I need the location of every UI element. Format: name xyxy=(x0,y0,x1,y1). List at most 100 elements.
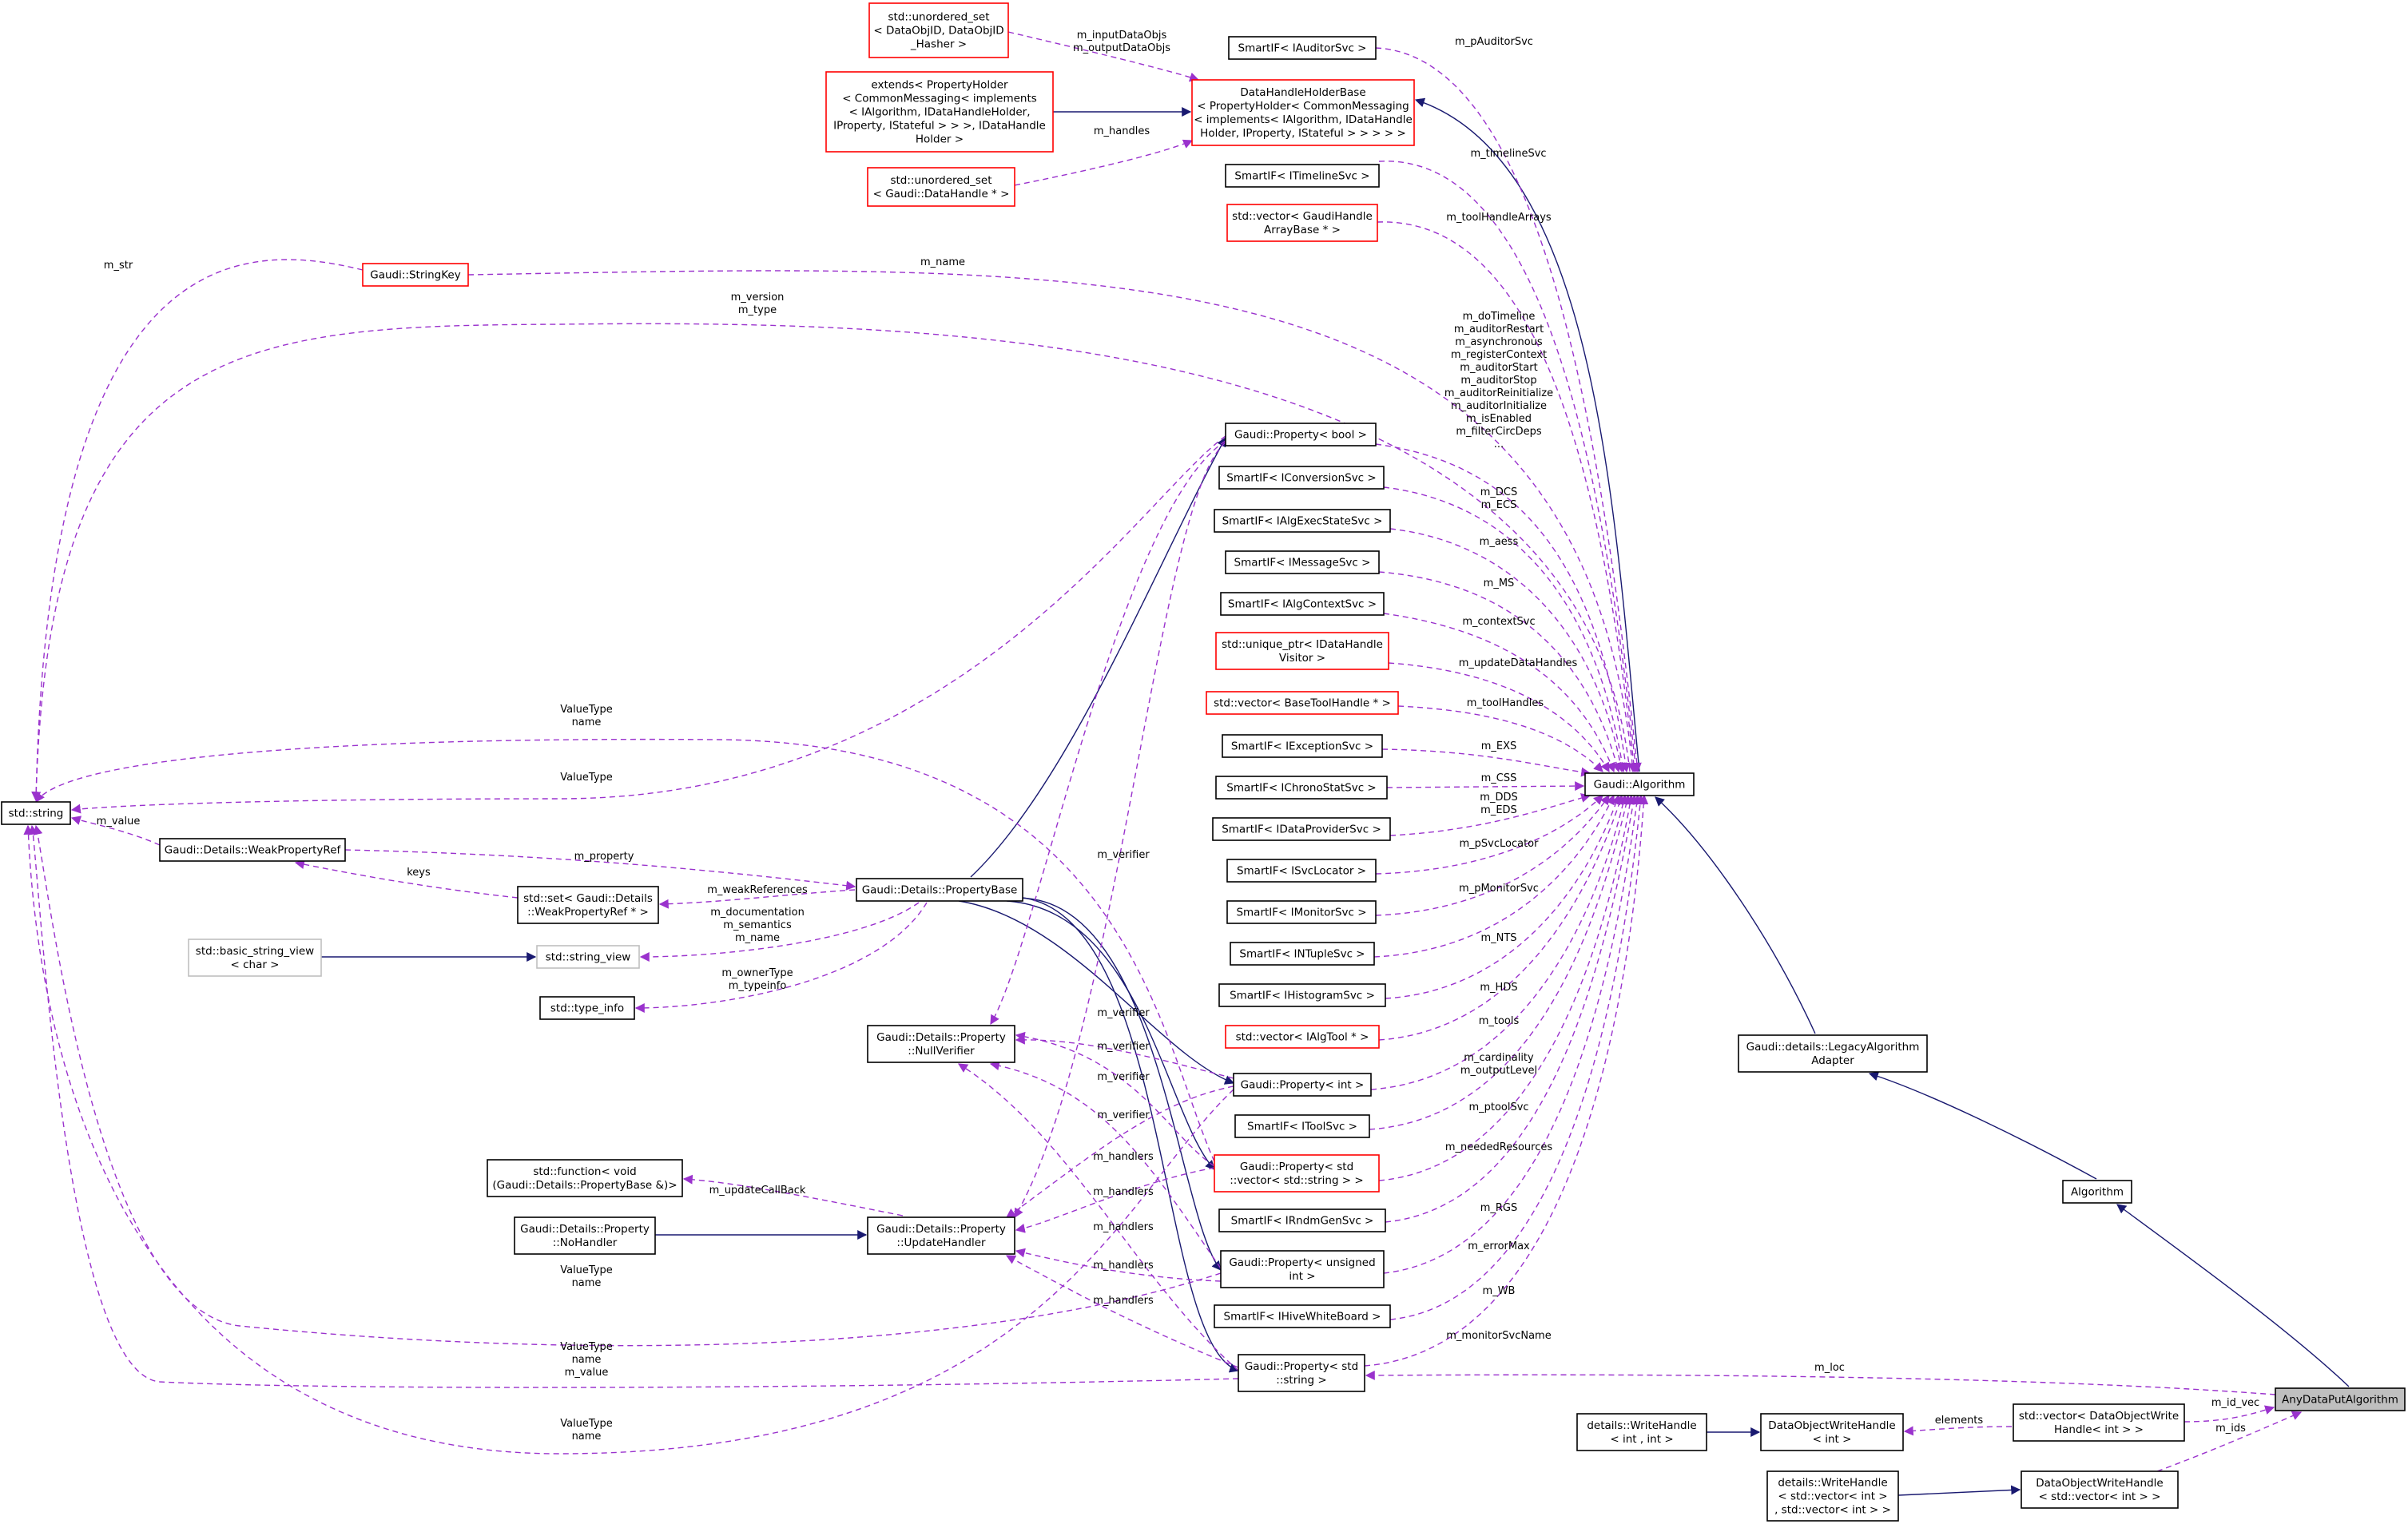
class-node-dowh_vec[interactable]: DataObjectWriteHandle< std::vector< int … xyxy=(2021,1470,2179,1509)
edge-label: m_str xyxy=(104,260,133,272)
class-node-gaudi_alg[interactable]: Gaudi::Algorithm xyxy=(1584,772,1695,796)
class-node-box xyxy=(1,801,71,825)
class-node-label: SmartIF< IHistogramSvc > xyxy=(1230,989,1375,1002)
edge-label: m_outputLevel xyxy=(1460,1065,1537,1077)
class-node-label: Gaudi::details::LegacyAlgorithm xyxy=(1746,1041,1920,1054)
class-node-label: < CommonMessaging< implements xyxy=(842,92,1037,105)
class-node-extends_ph[interactable]: extends< PropertyHolder< CommonMessaging… xyxy=(825,71,1054,153)
class-node-label: int > xyxy=(1289,1270,1315,1283)
class-node-updatehandler[interactable]: Gaudi::Details::Property::UpdateHandler xyxy=(867,1216,1015,1255)
class-node-label: Gaudi::Property< unsigned xyxy=(1229,1256,1375,1269)
class-node-si_chrono[interactable]: SmartIF< IChronoStatSvc > xyxy=(1215,776,1388,800)
class-node-anydata[interactable]: AnyDataPutAlgorithm xyxy=(2275,1387,2406,1411)
class-node-box xyxy=(1218,466,1385,490)
class-node-nullverifier[interactable]: Gaudi::Details::Property::NullVerifier xyxy=(867,1025,1015,1063)
class-node-label: Gaudi::Details::Property xyxy=(876,1031,1006,1044)
edge-label: m_handlers xyxy=(1093,1186,1154,1198)
class-node-vec_bth[interactable]: std::vector< BaseToolHandle * > xyxy=(1206,691,1399,715)
class-node-label: < int > xyxy=(1813,1433,1852,1446)
usage-edge-nullverifier-to-prop_str xyxy=(957,1063,1239,1371)
usage-edge-si_exc-to-gaudi_alg xyxy=(1381,748,1591,777)
usage-edge-nullverifier-to-prop_bool xyxy=(990,440,1226,1026)
usage-edge-prop_uint-to-gaudi_alg xyxy=(1383,794,1642,1274)
class-node-si_timeline[interactable]: SmartIF< ITimelineSvc > xyxy=(1225,164,1380,188)
class-node-si_auditor[interactable]: SmartIF< IAuditorSvc > xyxy=(1228,36,1377,60)
class-node-label: IProperty, IStateful > > >, IDataHandle xyxy=(833,119,1046,132)
class-node-box xyxy=(2275,1387,2406,1411)
class-node-algorithm[interactable]: Algorithm xyxy=(2062,1180,2132,1204)
class-node-label: Gaudi::Property< int > xyxy=(1241,1078,1365,1091)
class-node-box xyxy=(514,1216,656,1255)
class-node-func[interactable]: std::function< void(Gaudi::Details::Prop… xyxy=(487,1159,683,1197)
usage-edge-prop_str-to-gaudi_alg xyxy=(1364,794,1649,1367)
edge-label: m_verifier xyxy=(1097,1007,1150,1019)
class-node-prop_int[interactable]: Gaudi::Property< int > xyxy=(1233,1073,1372,1097)
edge-label: m_type xyxy=(738,304,777,316)
class-node-uset_objid[interactable]: std::unordered_set< DataObjID, DataObjID… xyxy=(868,2,1009,58)
edge-label: m_asynchronous xyxy=(1455,336,1543,348)
edge-label: m_verifier xyxy=(1097,1071,1150,1083)
edge-label: m_updateDataHandles xyxy=(1459,657,1578,669)
class-node-wh_int[interactable]: details::WriteHandle< int , int > xyxy=(1576,1413,1707,1451)
class-node-vec_algtool[interactable]: std::vector< IAlgTool * > xyxy=(1225,1025,1380,1049)
inheritance-edge-propbase-to-prop_bool xyxy=(970,436,1226,878)
class-node-si_dataprov[interactable]: SmartIF< IDataProviderSvc > xyxy=(1212,817,1391,841)
edge-label: m_toolHandles xyxy=(1467,697,1544,709)
class-node-label: Holder, IProperty, IStateful > > > > > xyxy=(1200,127,1406,140)
class-node-label: ::UpdateHandler xyxy=(896,1236,986,1249)
edge-label: m_inputDataObjs xyxy=(1077,30,1167,42)
class-node-string_view[interactable]: std::string_view xyxy=(536,945,640,969)
class-node-si_svcloc[interactable]: SmartIF< ISvcLocator > xyxy=(1226,859,1377,883)
class-node-label: extends< PropertyHolder xyxy=(871,78,1008,91)
class-node-prop_vecstr[interactable]: Gaudi::Property< std::vector< std::strin… xyxy=(1214,1154,1380,1193)
class-node-weakpropref[interactable]: Gaudi::Details::WeakPropertyRef xyxy=(159,838,346,862)
class-node-bsv[interactable]: std::basic_string_view< char > xyxy=(188,939,322,977)
class-node-si_msg[interactable]: SmartIF< IMessageSvc > xyxy=(1225,550,1380,574)
class-node-label: std::string_view xyxy=(546,951,631,963)
class-node-si_hivewb[interactable]: SmartIF< IHiveWhiteBoard > xyxy=(1214,1304,1391,1328)
class-node-si_algctx[interactable]: SmartIF< IAlgContextSvc > xyxy=(1220,592,1385,616)
class-node-set_weak[interactable]: std::set< Gaudi::Details::WeakPropertyRe… xyxy=(517,886,659,924)
class-node-si_exc[interactable]: SmartIF< IExceptionSvc > xyxy=(1222,734,1383,758)
edge-label: m_WB xyxy=(1483,1285,1516,1297)
class-node-std_string[interactable]: std::string xyxy=(1,801,71,825)
class-node-si_monitor[interactable]: SmartIF< IMonitorSvc > xyxy=(1226,900,1377,924)
class-node-prop_str[interactable]: Gaudi::Property< std::string > xyxy=(1238,1354,1365,1392)
class-node-si_algexec[interactable]: SmartIF< IAlgExecStateSvc > xyxy=(1214,509,1391,533)
class-node-wh_vec[interactable]: details::WriteHandle< std::vector< int >… xyxy=(1766,1470,1899,1522)
usage-edge-si_timeline-to-gaudi_alg xyxy=(1378,161,1640,773)
class-node-label: (Gaudi::Details::PropertyBase &)> xyxy=(492,1179,677,1192)
class-node-box xyxy=(1760,1413,1904,1451)
class-node-si_histo[interactable]: SmartIF< IHistogramSvc > xyxy=(1218,983,1386,1007)
class-node-vec_dowh[interactable]: std::vector< DataObjectWriteHandle< int … xyxy=(2013,1403,2185,1442)
class-node-si_toolsvc[interactable]: SmartIF< IToolSvc > xyxy=(1234,1114,1370,1138)
class-node-nohandler[interactable]: Gaudi::Details::Property::NoHandler xyxy=(514,1216,656,1255)
class-node-box xyxy=(1226,900,1377,924)
class-node-dowh_int[interactable]: DataObjectWriteHandle< int > xyxy=(1760,1413,1904,1451)
edge-label: name xyxy=(572,716,602,728)
edge-label: m_auditorRestart xyxy=(1454,323,1544,335)
class-node-label: AnyDataPutAlgorithm xyxy=(2282,1393,2398,1406)
class-node-prop_bool[interactable]: Gaudi::Property< bool > xyxy=(1225,423,1377,446)
class-node-box xyxy=(1226,204,1378,242)
class-node-si_conv[interactable]: SmartIF< IConversionSvc > xyxy=(1218,466,1385,490)
class-node-stringkey[interactable]: Gaudi::StringKey xyxy=(362,263,469,287)
class-node-label: std::function< void xyxy=(533,1165,636,1178)
edge-label: m_name xyxy=(920,256,965,268)
usage-edge-si_histo-to-gaudi_alg xyxy=(1385,794,1621,999)
class-node-label: SmartIF< IExceptionSvc > xyxy=(1231,740,1373,752)
edge-label: m_value xyxy=(565,1367,609,1379)
usage-edge-std_string-to-prop_int xyxy=(23,824,1234,1455)
usage-edge-vec_dowh-to-anydata xyxy=(2183,1405,2275,1423)
class-node-uset_datahandle[interactable]: std::unordered_set< Gaudi::DataHandle * … xyxy=(867,167,1015,207)
class-node-si_rndm[interactable]: SmartIF< IRndmGenSvc > xyxy=(1218,1208,1386,1232)
class-node-si_ntuple[interactable]: SmartIF< INTupleSvc > xyxy=(1230,942,1375,966)
class-node-dhhb[interactable]: DataHandleHolderBase< PropertyHolder< Co… xyxy=(1191,79,1415,146)
usage-edge-si_ntuple-to-gaudi_alg xyxy=(1373,794,1615,958)
class-node-type_info[interactable]: std::type_info xyxy=(539,996,635,1020)
class-node-propbase[interactable]: Gaudi::Details::PropertyBase xyxy=(856,878,1023,902)
